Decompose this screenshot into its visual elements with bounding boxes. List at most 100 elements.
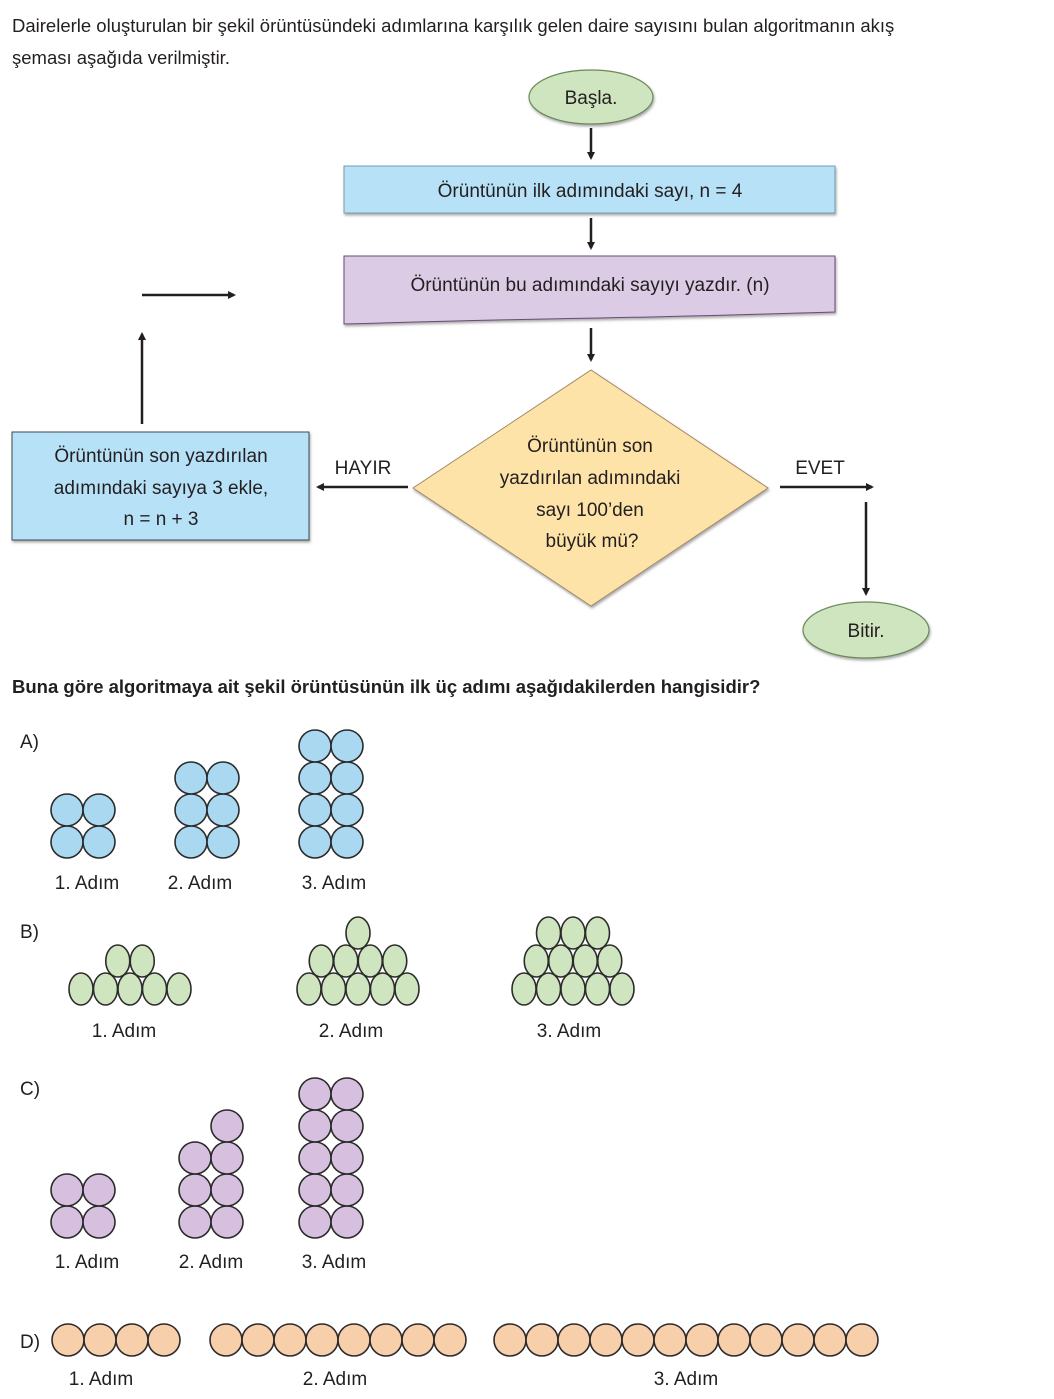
option-b-step-3-circle <box>609 972 635 1006</box>
option-c-step-1-circle <box>50 1173 84 1207</box>
option-a-step-3-circle <box>298 761 332 795</box>
decision-line-3: sayı 100’den <box>536 500 644 521</box>
option-c-step-1-circle <box>50 1205 84 1239</box>
intro-line-1: Dairelerle oluşturulan bir şekil örüntüs… <box>12 15 895 36</box>
option-d-step-1-label: 1. Adım <box>69 1369 133 1390</box>
option-a-step-3-circle <box>298 825 332 859</box>
option-c-step-3-circle <box>298 1077 332 1111</box>
option-a-step-3-circle <box>330 729 364 763</box>
option-c-step-2-circle <box>178 1205 212 1239</box>
option-b-step-3-circle <box>596 944 623 978</box>
option-d-step-3-circle <box>557 1323 591 1357</box>
option-d-step-2-circle <box>337 1323 371 1357</box>
option-b-step-3-label: 3. Adım <box>537 1021 601 1042</box>
decision-line-1: Örüntünün son <box>527 436 653 457</box>
option-b[interactable]: B) 1. Adım 2. Adım 3. Adım <box>20 916 635 1042</box>
option-d-step-1-circle <box>83 1323 117 1357</box>
increment-line-1: Örüntünün son yazdırılan <box>54 446 267 467</box>
option-c-step-1-circle <box>82 1173 116 1207</box>
option-d-step-3-circle <box>749 1323 783 1357</box>
option-d-step-1-circle <box>115 1323 149 1357</box>
option-a-step-1-circle <box>50 793 84 827</box>
intro-text: Dairelerle oluşturulan bir şekil örüntüs… <box>12 10 1052 74</box>
option-d-step-3-circle <box>653 1323 687 1357</box>
option-b-step-2-circle <box>357 944 384 978</box>
option-b-step-1-label: 1. Adım <box>92 1021 156 1042</box>
decision-diamond: Örüntünün son yazdırılan adımındaki sayı… <box>412 369 769 607</box>
option-a-step-3-circle <box>298 729 332 763</box>
option-b-step-2-label: 2. Adım <box>319 1021 383 1042</box>
option-a-step-2-circle <box>206 793 240 827</box>
option-a-step-3-circle <box>330 825 364 859</box>
option-c-step-3-label: 3. Adım <box>302 1252 366 1273</box>
option-b-step-3-circle <box>523 944 550 978</box>
option-c-step-3-circle <box>330 1077 364 1111</box>
option-d-step-3-circle <box>813 1323 847 1357</box>
option-b-step-3-circle <box>584 916 611 950</box>
option-b-figures <box>68 916 635 1006</box>
option-a-step-1-circle <box>50 825 84 859</box>
option-a-step-3-label: 3. Adım <box>302 873 366 894</box>
option-c-step-3-circle <box>330 1141 364 1175</box>
option-d-step-3-circle <box>685 1323 719 1357</box>
option-d-step-2-circle <box>305 1323 339 1357</box>
option-d-step-1-circle <box>51 1323 85 1357</box>
option-a[interactable]: A) 1. Adım 2. Adım 3. Adım <box>20 729 366 894</box>
option-b-step-2-circle <box>394 972 420 1006</box>
option-d-step-2-circle <box>401 1323 435 1357</box>
option-d-step-2-label: 2. Adım <box>303 1369 367 1390</box>
option-c-step-3-circle <box>298 1205 332 1239</box>
option-b-step-1-circle <box>166 972 192 1006</box>
option-a-step-2-circle <box>174 793 208 827</box>
option-b-step-3-circle <box>560 916 586 950</box>
option-a-step-1-circle <box>82 793 116 827</box>
option-b-step-3-circle <box>511 972 537 1006</box>
option-d[interactable]: D) 1. Adım 2. Adım 3. Adım <box>20 1323 879 1390</box>
option-d-step-3-circle <box>781 1323 815 1357</box>
option-b-step-3-circle <box>572 944 599 978</box>
option-d-step-3-circle <box>525 1323 559 1357</box>
decision-line-2: yazdırılan adımındaki <box>500 468 681 489</box>
print-label: Örüntünün bu adımındaki sayıyı yazdır. (… <box>410 275 769 296</box>
option-c-step-3-circle <box>330 1109 364 1143</box>
option-c-step-2-circle <box>210 1141 244 1175</box>
option-b-step-1-circle <box>92 972 119 1006</box>
option-a-figures <box>50 729 364 859</box>
flowchart: Başla. Örüntünün ilk adımındaki sayı, n … <box>11 69 930 659</box>
end-terminal: Bitir. <box>802 601 930 659</box>
option-d-step-2-circle <box>273 1323 307 1357</box>
increment-line-3: n = n + 3 <box>123 509 198 530</box>
option-c-step-1-circle <box>82 1205 116 1239</box>
option-c-figures <box>50 1077 364 1239</box>
option-c-step-2-circle <box>178 1141 212 1175</box>
option-a-step-2-label: 2. Adım <box>168 873 232 894</box>
option-c-step-3-circle <box>298 1109 332 1143</box>
option-d-step-3-circle <box>845 1323 879 1357</box>
option-b-step-2-circle <box>369 972 396 1006</box>
question-text: Buna göre algoritmaya ait şekil örüntüsü… <box>12 676 761 697</box>
option-b-step-3-circle <box>584 972 611 1006</box>
end-label: Bitir. <box>848 621 885 642</box>
option-b-step-3-circle <box>535 916 562 950</box>
option-c[interactable]: C) 1. Adım 2. Adım 3. Adım <box>20 1077 366 1273</box>
option-a-step-3-circle <box>330 793 364 827</box>
option-b-step-2-circle <box>345 972 371 1006</box>
increment-process: Örüntünün son yazdırılan adımındaki sayı… <box>11 431 310 541</box>
option-d-step-1-circle <box>147 1323 181 1357</box>
option-d-step-2-circle <box>433 1323 467 1357</box>
option-b-letter: B) <box>20 922 39 943</box>
option-c-step-3-circle <box>298 1141 332 1175</box>
option-d-step-3-circle <box>589 1323 623 1357</box>
option-c-step-2-circle <box>210 1173 244 1207</box>
option-c-step-3-circle <box>298 1173 332 1207</box>
option-a-step-2-circle <box>206 761 240 795</box>
option-a-step-2-circle <box>174 825 208 859</box>
option-c-step-2-circle <box>210 1109 244 1143</box>
option-a-step-2-circle <box>174 761 208 795</box>
start-label: Başla. <box>565 88 618 109</box>
option-b-step-2-circle <box>381 944 408 978</box>
option-b-step-1-circle <box>129 944 156 978</box>
yes-label: EVET <box>795 458 845 479</box>
option-a-step-1-circle <box>82 825 116 859</box>
start-terminal: Başla. <box>528 69 654 125</box>
